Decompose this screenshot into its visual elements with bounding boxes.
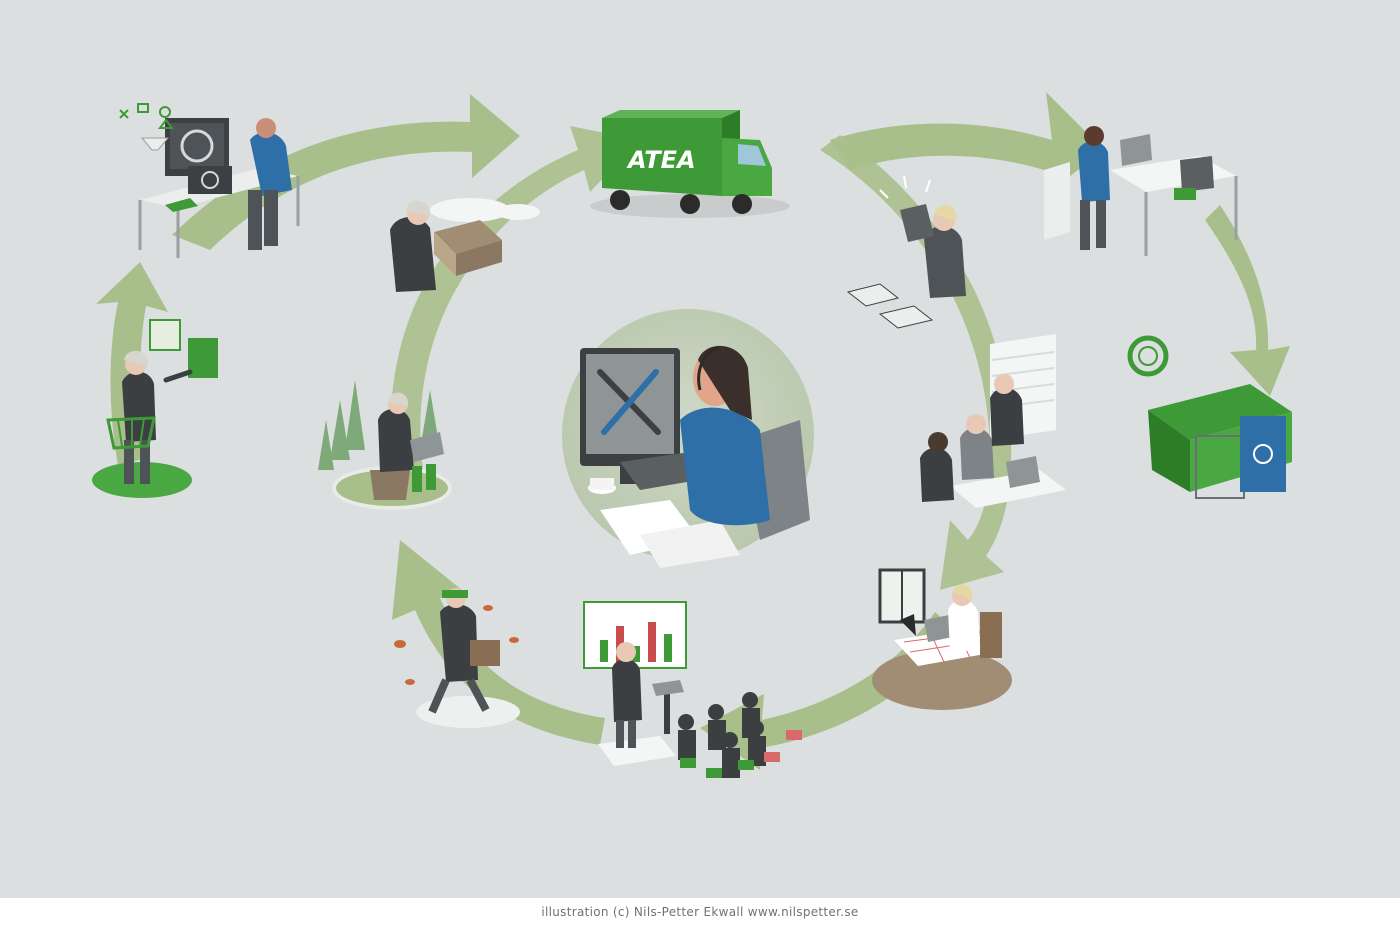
- truck-brand-label: ATEA: [626, 146, 696, 174]
- arrow-right-down: [1205, 205, 1290, 396]
- outdoor-laptop-scene: [318, 380, 452, 510]
- technician-workbench-scene: [1044, 126, 1238, 256]
- delivery-truck: ATEA: [590, 110, 790, 218]
- configuration-workstation-scene: [119, 103, 300, 258]
- arrow-top-right: [830, 92, 1104, 196]
- wrench-screwdriver-icon: [597, 369, 661, 435]
- presentation-scene: [583, 601, 802, 778]
- arrow-top-left: [172, 94, 520, 250]
- illustration-canvas: ATEA: [0, 0, 1400, 898]
- unboxing-scene: [846, 175, 966, 329]
- office-meeting-scene: [920, 334, 1066, 508]
- cycle-badge: [1127, 335, 1169, 377]
- shopping-basket-icon: [106, 416, 156, 450]
- presentation-bar: [600, 640, 608, 662]
- shopping-customer-scene: [92, 319, 218, 498]
- recycle-icon: [1253, 444, 1273, 464]
- support-agent-scene: [562, 309, 814, 568]
- commuter-walking-scene: [394, 588, 520, 728]
- recycling-scene: [1127, 335, 1292, 499]
- home-office-scene: [872, 568, 1012, 710]
- arrow-bottom-right: [700, 612, 958, 770]
- image-credit: illustration (c) Nils-Petter Ekwall www.…: [0, 898, 1400, 926]
- arrow-inner-right: [820, 135, 1012, 590]
- lifecycle-diagram: ATEA: [92, 92, 1292, 778]
- presentation-bar: [648, 622, 656, 662]
- presentation-bar: [664, 634, 672, 662]
- packing-box-scene: [390, 198, 540, 292]
- presentation-bar: [632, 646, 640, 662]
